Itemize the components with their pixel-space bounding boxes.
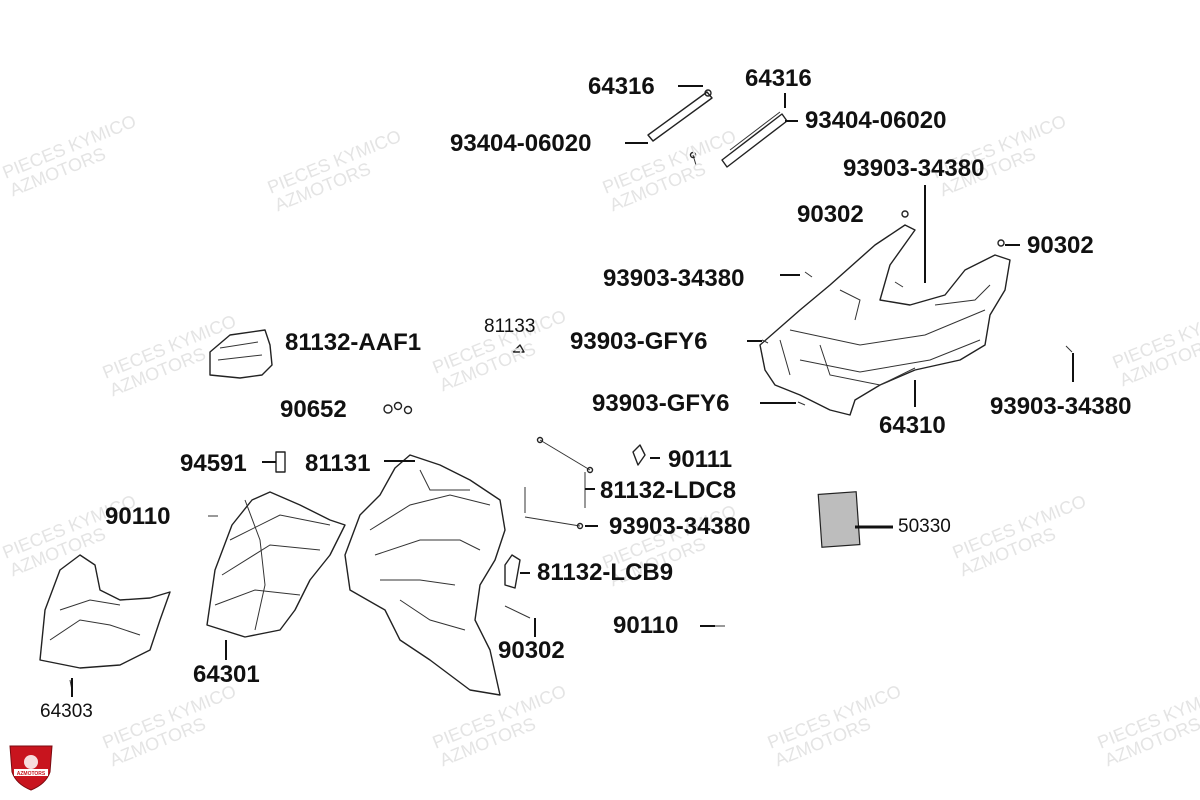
washers bbox=[383, 401, 413, 415]
part-label-93903-34380-lower: 93903-34380 bbox=[609, 513, 751, 540]
part-label-90110-left: 90110 bbox=[105, 503, 171, 530]
leader-lines bbox=[71, 85, 1074, 697]
bracket-frame bbox=[524, 436, 594, 530]
bracket-81132-lcb9 bbox=[504, 554, 521, 589]
clip-81133 bbox=[512, 344, 525, 353]
bolt-small-top bbox=[689, 151, 697, 166]
part-label-90302-top-right: 90302 bbox=[1027, 232, 1094, 259]
headlight-cover bbox=[39, 554, 171, 691]
part-label-93903-34380-top: 93903-34380 bbox=[843, 155, 985, 182]
sticker-50330 bbox=[817, 491, 861, 548]
azmotors-logo: AZMOTORS bbox=[9, 745, 53, 791]
part-label-93404-06020-left: 93404-06020 bbox=[450, 130, 592, 157]
part-label-81132-ldc8: 81132-LDC8 bbox=[600, 477, 737, 504]
part-label-90302-lower: 90302 bbox=[498, 637, 565, 664]
part-label-90652: 90652 bbox=[280, 396, 347, 423]
part-label-90302-top-left: 90302 bbox=[797, 201, 864, 228]
part-label-50330: 50330 bbox=[898, 516, 951, 537]
part-label-81133: 81133 bbox=[484, 316, 536, 337]
part-label-64316-left: 64316 bbox=[588, 73, 655, 100]
part-label-90111: 90111 bbox=[668, 446, 733, 473]
part-label-64301: 64301 bbox=[193, 661, 260, 688]
part-label-64303: 64303 bbox=[40, 701, 93, 722]
logo-text: AZMOTORS bbox=[17, 771, 46, 777]
part-label-90110-right: 90110 bbox=[613, 612, 679, 639]
part-label-93903-gfy6-upper: 93903-GFY6 bbox=[570, 328, 708, 355]
spacer-94591 bbox=[275, 451, 286, 473]
part-label-81132-lcb9: 81132-LCB9 bbox=[537, 559, 674, 586]
part-label-93903-gfy6-lower: 93903-GFY6 bbox=[592, 390, 730, 417]
front-cover bbox=[206, 491, 346, 638]
part-label-64310: 64310 bbox=[879, 412, 946, 439]
clip-90111 bbox=[632, 444, 646, 466]
part-label-93903-34380-right: 93903-34380 bbox=[990, 393, 1132, 420]
small-cover bbox=[209, 329, 273, 379]
screw-90302-lower bbox=[504, 605, 531, 619]
part-label-93404-06020-right: 93404-06020 bbox=[805, 107, 947, 134]
part-label-94591: 94591 bbox=[180, 450, 247, 477]
part-label-81131: 81131 bbox=[305, 450, 371, 477]
part-label-93903-34380-mid: 93903-34380 bbox=[603, 265, 745, 292]
screw-set-floor bbox=[761, 210, 1073, 406]
floor-panel bbox=[759, 224, 1011, 416]
side-rail-left bbox=[647, 89, 713, 142]
part-label-81132-aaf1: 81132-AAF1 bbox=[285, 329, 422, 356]
part-label-64316-right: 64316 bbox=[745, 65, 812, 92]
inner-shield bbox=[344, 454, 506, 696]
